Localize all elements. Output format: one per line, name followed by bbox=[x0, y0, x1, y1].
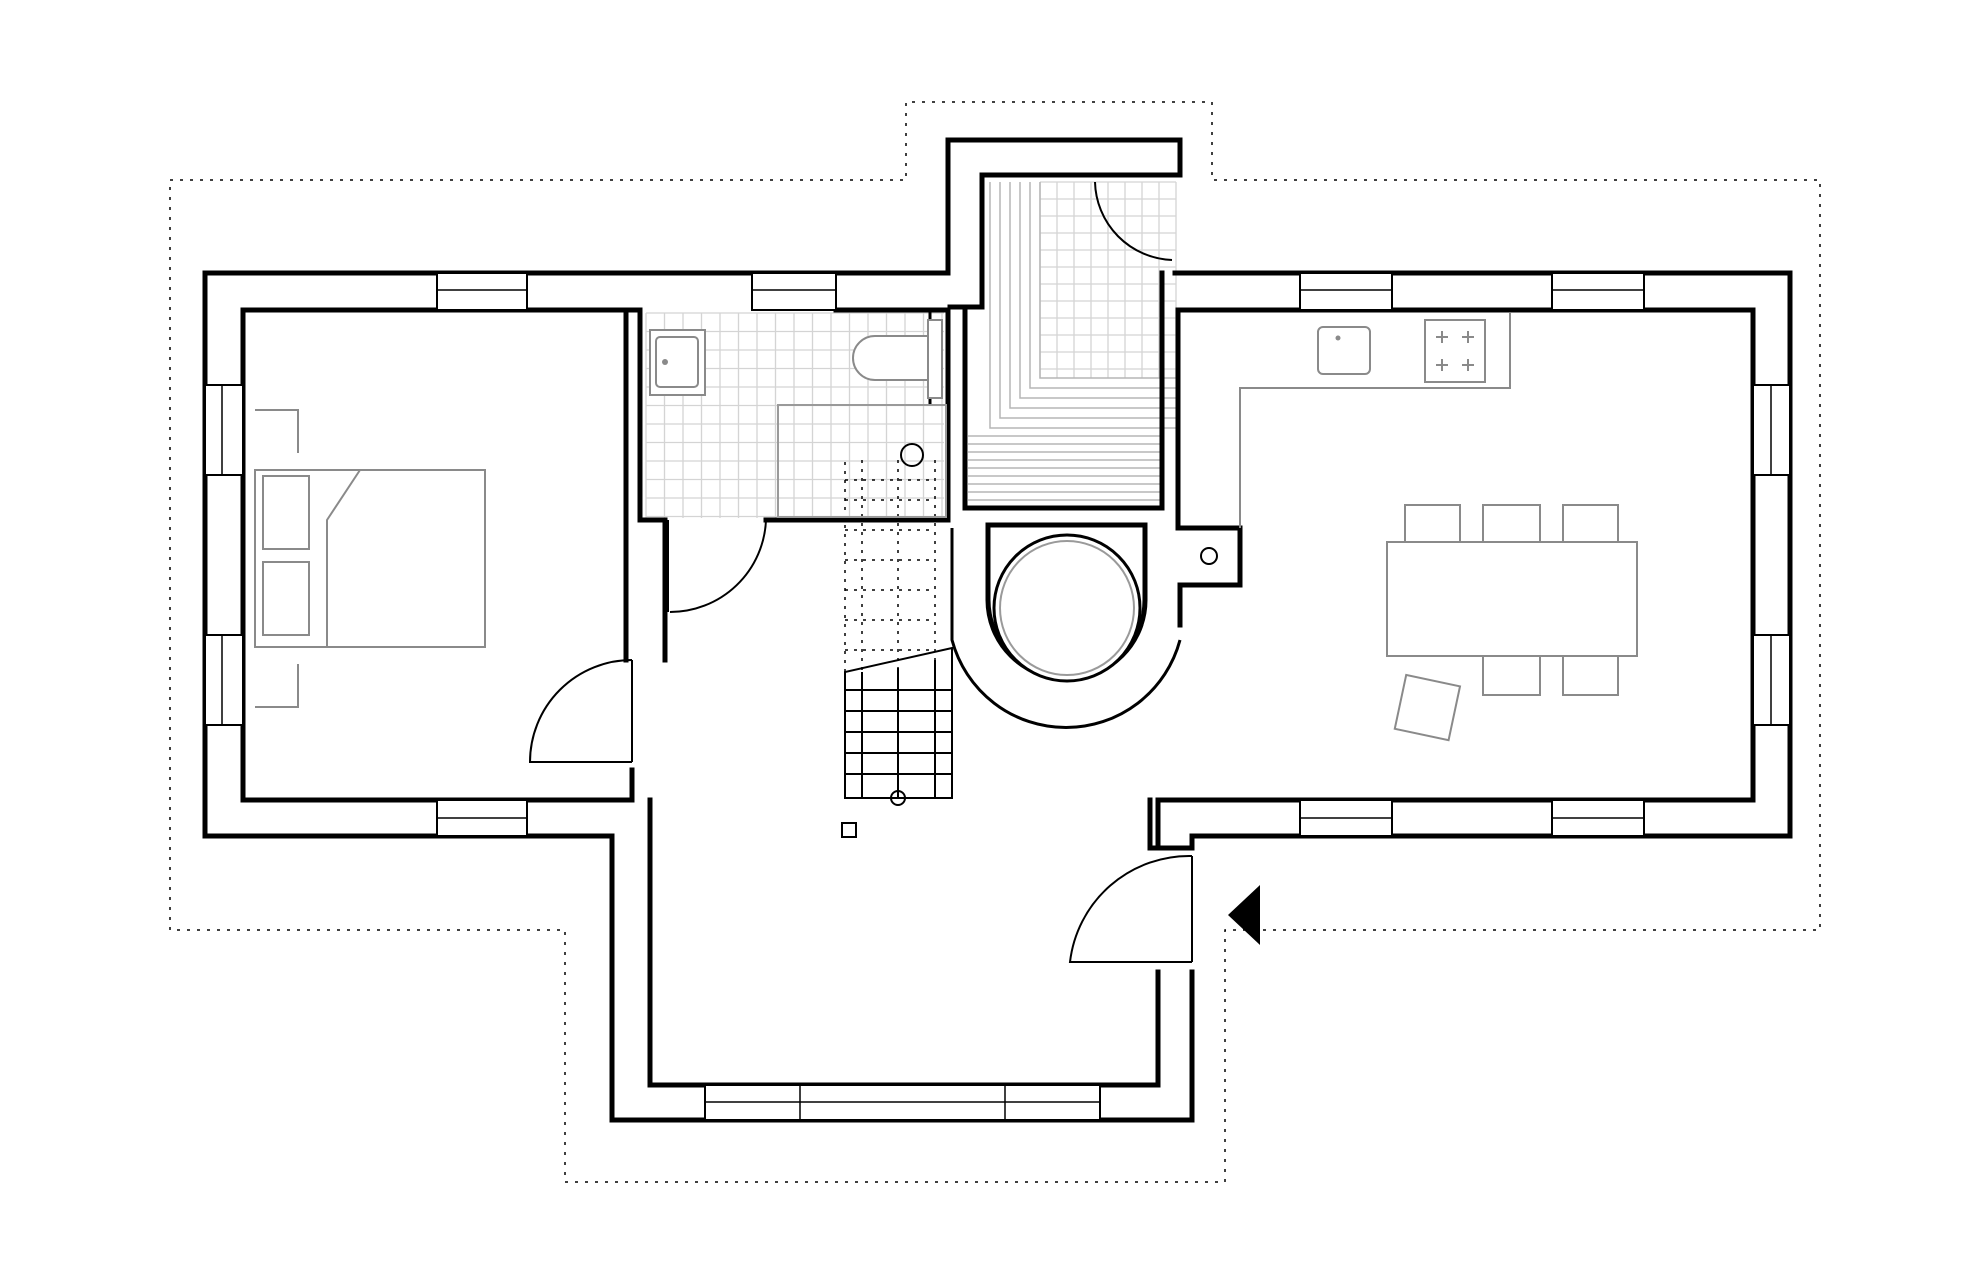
bathroom-sink bbox=[649, 329, 706, 396]
door-entrance bbox=[1068, 854, 1193, 963]
door-sauna bbox=[1094, 181, 1173, 261]
armchair bbox=[1393, 673, 1462, 742]
door-bedroom bbox=[528, 659, 633, 763]
door-bathroom bbox=[667, 519, 767, 614]
window-bottom-kitchen-2 bbox=[1551, 799, 1645, 837]
chimney-icon bbox=[1200, 547, 1218, 565]
windows bbox=[204, 272, 1791, 1121]
window-left-1 bbox=[204, 384, 244, 476]
round-stove bbox=[992, 533, 1218, 683]
window-bottom-kitchen-1 bbox=[1299, 799, 1393, 837]
window-left-2 bbox=[204, 634, 244, 726]
window-bottom-bedroom bbox=[436, 799, 528, 837]
toilet bbox=[852, 319, 943, 399]
entrance-arrow-icon bbox=[1228, 885, 1260, 945]
window-right-2 bbox=[1752, 634, 1791, 726]
shower-base bbox=[777, 404, 947, 518]
double-bed bbox=[254, 469, 486, 648]
window-top-bedroom bbox=[436, 272, 528, 311]
dining-chairs bbox=[1404, 504, 1619, 696]
window-top-kitchen-2 bbox=[1551, 272, 1645, 311]
staircase bbox=[841, 443, 953, 838]
stove-four-burner bbox=[1436, 331, 1474, 371]
nightstand bbox=[255, 409, 299, 453]
window-hall-front bbox=[704, 1084, 1101, 1121]
doors bbox=[528, 181, 1193, 963]
window-right-1 bbox=[1752, 384, 1791, 476]
window-top-bath bbox=[751, 272, 837, 311]
kitchen-counter bbox=[1239, 313, 1511, 528]
window-top-kitchen-1 bbox=[1299, 272, 1393, 311]
nightstand bbox=[255, 664, 299, 708]
dining-table bbox=[1386, 541, 1638, 657]
sauna-tile-floor bbox=[980, 181, 1177, 378]
sauna-benches bbox=[968, 182, 1176, 501]
